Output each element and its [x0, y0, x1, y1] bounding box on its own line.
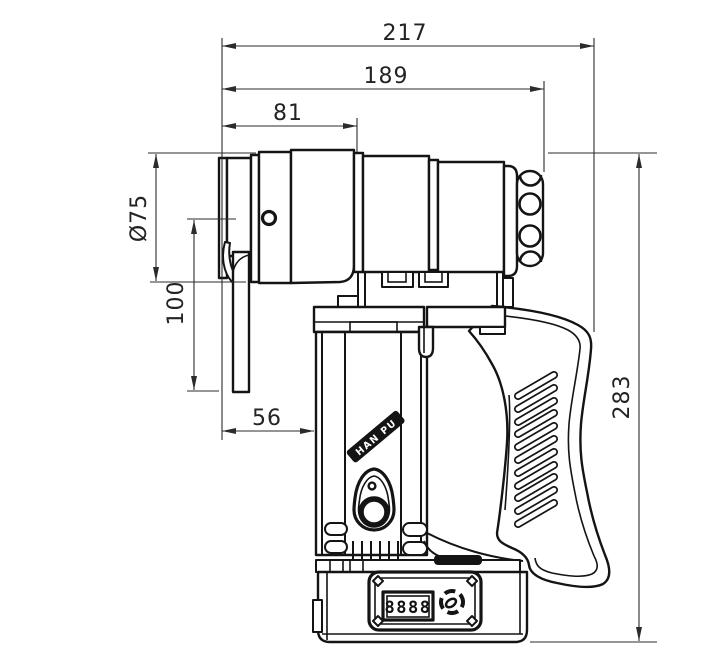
reaction-arm	[231, 250, 251, 394]
top-flange	[312, 305, 426, 334]
knob-slot	[444, 597, 458, 609]
drive-block	[225, 156, 253, 258]
counter-window	[386, 595, 430, 618]
reaction-arm-notch	[232, 254, 250, 273]
rear-barrel	[436, 160, 506, 274]
bumper-circle-2	[518, 224, 542, 248]
dim-lines	[222, 38, 595, 332]
handle-housing: HAN PU	[312, 305, 524, 562]
dim-reaction-arm-label: 100	[164, 281, 189, 326]
dim-lines	[530, 152, 657, 643]
screw-top-right	[466, 575, 478, 587]
battery-pack: 8888	[312, 555, 529, 644]
clamp-tab-1-recess	[387, 271, 407, 283]
dim-lines	[187, 218, 236, 392]
vent-slot	[402, 541, 428, 556]
latch-slot	[434, 555, 482, 565]
bumper-circle-1	[518, 192, 542, 216]
lower-grip-ridges	[352, 541, 399, 559]
pin-hole	[260, 209, 278, 227]
dimension-layer: 217 189 81 Ø75 100 56	[127, 21, 657, 643]
vent-slot	[324, 540, 348, 554]
dim-lines	[148, 152, 256, 283]
dim-lines	[222, 81, 545, 172]
dial-pin-hole	[367, 481, 377, 491]
motor-housing	[352, 151, 519, 278]
dim-lines	[222, 118, 358, 152]
dim-arrows	[222, 123, 357, 129]
step-ring-rear	[427, 158, 440, 272]
rear-bracket-step	[479, 326, 506, 335]
dim-front-diameter-label: Ø75	[127, 194, 152, 242]
bumper-arc-bottom	[518, 250, 543, 263]
mid-barrel	[361, 154, 431, 274]
battery-side-notch	[312, 599, 323, 633]
dial-ring	[358, 496, 390, 528]
dim-front-section-length: 81	[222, 101, 358, 152]
vent-slot	[402, 522, 428, 537]
bumper-arc-top	[518, 174, 543, 187]
counter-digits: 8888	[385, 598, 432, 618]
panel-inner	[374, 577, 476, 625]
dim-housing-length: 189	[222, 64, 545, 172]
trigger	[417, 325, 435, 359]
digital-counter: 8888	[381, 590, 435, 622]
dim-arrows	[153, 154, 159, 281]
vent-slots	[324, 522, 428, 556]
dim-front-to-grip-label: 56	[252, 406, 282, 431]
grip-ribs-slots	[515, 372, 557, 527]
dim-reaction-arm-length: 100	[164, 218, 236, 392]
vent-slot	[324, 522, 348, 536]
dim-overall-length-label: 217	[383, 21, 428, 46]
dim-overall-height: 283	[530, 152, 657, 643]
housing-inner-lines	[321, 332, 422, 555]
screw-bottom-right	[466, 615, 478, 627]
gear-case	[337, 271, 514, 308]
rotary-knob-icon	[439, 589, 465, 615]
grip-bottom-curl	[534, 555, 598, 578]
left-step-bracket	[337, 295, 359, 307]
grip-front-panel-edge	[504, 394, 511, 511]
gear-drum-large	[289, 148, 356, 285]
grip-rear-spine	[567, 348, 595, 557]
control-panel: 8888	[367, 570, 483, 632]
step-ring-front	[352, 151, 365, 274]
screw-top-left	[372, 575, 384, 587]
dim-overall-length: 217	[222, 21, 595, 332]
clamp-tab-2	[418, 271, 449, 288]
wrench-head	[217, 148, 356, 394]
case-edges	[357, 272, 504, 307]
rear-bracket	[425, 305, 507, 329]
battery-inner-lines	[322, 572, 523, 640]
dim-overall-height-label: 283	[610, 375, 635, 420]
clamp-tab-1	[381, 271, 414, 288]
grip-top-spine	[495, 314, 581, 350]
dim-front-section-label: 81	[273, 101, 303, 126]
rear-bumper	[515, 169, 545, 268]
dim-front-diameter: Ø75	[127, 152, 256, 283]
battery-rail	[315, 559, 521, 573]
clamp-tab-2-recess	[424, 271, 443, 283]
screw-bottom-left	[372, 615, 384, 627]
dim-front-to-grip: 56	[222, 406, 314, 434]
dim-housing-length-label: 189	[364, 64, 409, 89]
handle-grip	[467, 304, 611, 589]
knob-ring	[439, 589, 465, 615]
banner-ribbon	[346, 410, 405, 463]
rear-cap-leg	[502, 277, 514, 308]
rear-cap	[502, 164, 519, 278]
torque-dial	[352, 467, 396, 532]
